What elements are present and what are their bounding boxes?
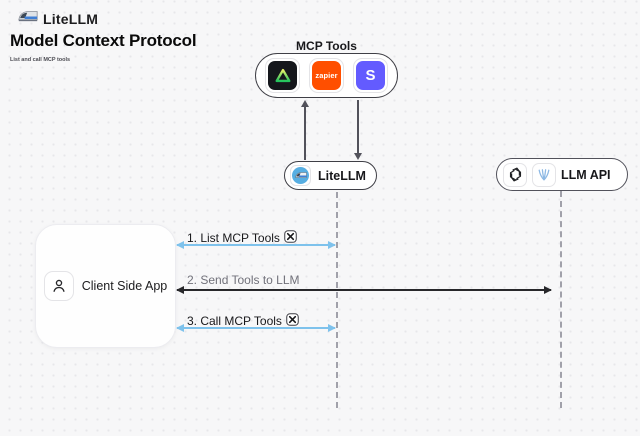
mcp-tools-label: MCP Tools [296, 39, 357, 53]
client-side-app-label: Client Side App [81, 279, 168, 293]
llm-api-node[interactable]: LLM API [496, 158, 628, 191]
litellm-node-label: LiteLLM [318, 168, 366, 183]
mcp-tools-node[interactable]: zapier S [255, 53, 398, 98]
llm-api-lifeline [560, 191, 562, 408]
litellm-lifeline [336, 192, 338, 408]
page-title: Model Context Protocol [10, 31, 197, 50]
brand: LiteLLM [18, 9, 98, 29]
page-subtitle: List and call MCP tools [10, 57, 71, 63]
client-side-app-node[interactable]: Client Side App [35, 224, 176, 348]
person-icon [43, 271, 74, 301]
litellm-train-icon [290, 165, 311, 186]
arrow-1-label: 1. List MCP Tools [187, 230, 297, 246]
openai-icon [503, 162, 527, 187]
triangle-tool-icon[interactable] [265, 58, 300, 93]
litellm-node[interactable]: LiteLLM [284, 161, 377, 190]
tools-icon [286, 313, 299, 329]
litellm-train-logo-icon [18, 9, 38, 29]
brand-name: LiteLLM [43, 11, 99, 27]
zapier-icon[interactable]: zapier [309, 58, 344, 93]
arrow-3-label: 3. Call MCP Tools [187, 313, 299, 329]
arrow-2-label: 2. Send Tools to LLM [187, 273, 300, 287]
tools-icon [284, 230, 297, 246]
arrow-send-tools-to-llm[interactable] [176, 286, 552, 294]
arrow-list-mcp-tools[interactable] [176, 241, 336, 249]
blue-llm-provider-icon [532, 162, 556, 187]
llm-api-node-label: LLM API [561, 167, 611, 182]
stripe-icon[interactable]: S [353, 58, 388, 93]
arrow-call-mcp-tools[interactable] [176, 324, 336, 332]
